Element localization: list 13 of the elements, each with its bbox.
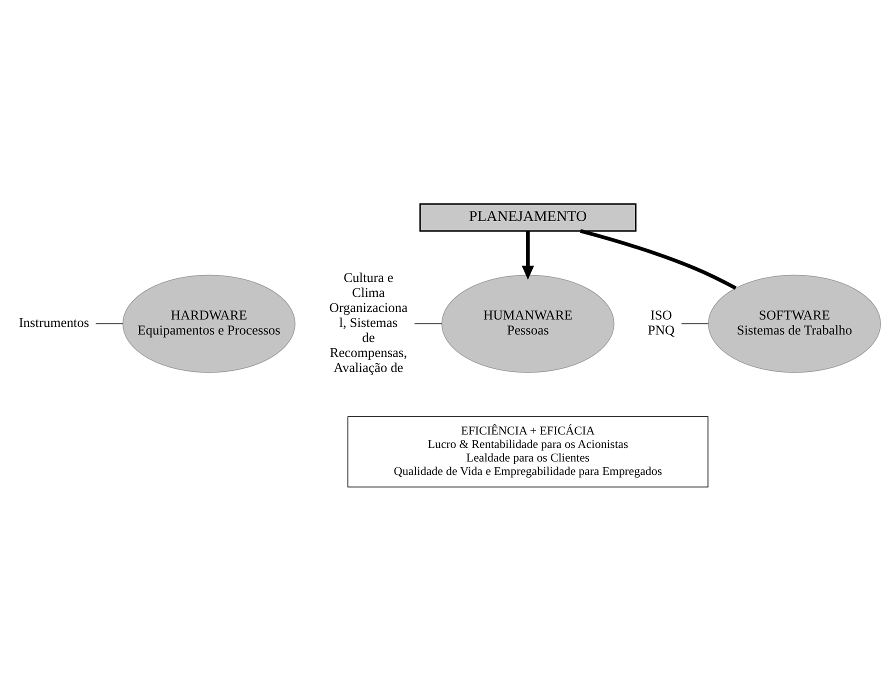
node-text: ISO PNQ [648, 308, 675, 338]
node-box: PLANEJAMENTO [419, 203, 636, 232]
connector [414, 323, 442, 324]
node-text: Instrumentos [18, 315, 90, 330]
node-ellipse: HARDWARE Equipamentos e Processos [122, 274, 296, 373]
node-box: EFICIÊNCIA + EFICÁCIA Lucro & Rentabilidade para os Acionistas Lealdade para os Clientes Qualidade de Vida e Empregabilidade para Empregados [347, 416, 708, 488]
connector [681, 323, 709, 324]
connector [580, 229, 737, 290]
node-ellipse: SOFTWARE Sistemas de Trabalho [708, 274, 881, 373]
connector [95, 323, 124, 324]
arrow [522, 231, 534, 280]
node-text: Cultura e Clima Organizaciona l, Sistemas de Recompensas, Avaliação de [329, 270, 408, 376]
node-ellipse: HUMANWARE Pessoas [441, 274, 614, 373]
